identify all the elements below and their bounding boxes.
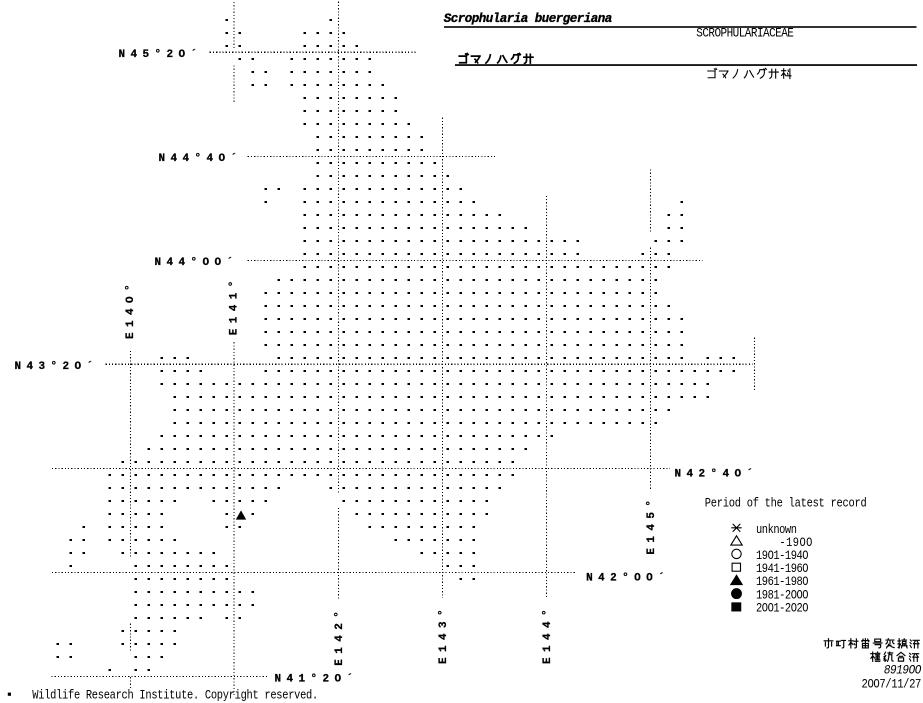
svg-text:E142°: E142° xyxy=(334,606,346,666)
svg-text:N44°OO´: N44°OO´ xyxy=(155,257,239,269)
svg-text:SCROPHULARIACEAE: SCROPHULARIACEAE xyxy=(696,26,793,41)
svg-text:19O1-194O: 19O1-194O xyxy=(756,549,809,563)
svg-text:1961-198O: 1961-198O xyxy=(756,575,809,589)
svg-text:E145°: E145° xyxy=(646,495,658,555)
svg-text:Scrophularia buergeriana: Scrophularia buergeriana xyxy=(444,11,612,26)
svg-text:E144°: E144° xyxy=(542,604,554,664)
svg-text:Wildlife Research Institute. C: Wildlife Research Institute. Copyright r… xyxy=(32,689,318,703)
svg-text:N42°OO´: N42°OO´ xyxy=(586,573,670,585)
svg-text:N41°2O´: N41°2O´ xyxy=(275,674,359,686)
svg-text:E14O°: E14O° xyxy=(125,279,137,339)
svg-text:8919OO: 8919OO xyxy=(884,663,921,678)
svg-text:E143°: E143° xyxy=(438,604,450,664)
svg-text:N42°4O´: N42°4O´ xyxy=(675,469,759,481)
svg-text:E141°: E141° xyxy=(229,275,241,335)
svg-text:1981-2OOO: 1981-2OOO xyxy=(756,589,809,603)
svg-text:N45°2O´: N45°2O´ xyxy=(119,49,203,61)
svg-text:2OO7/11/27: 2OO7/11/27 xyxy=(862,677,922,692)
svg-text:1941-196O: 1941-196O xyxy=(756,562,809,576)
svg-text:unknown: unknown xyxy=(756,523,797,537)
svg-text:2OO1-2O2O: 2OO1-2O2O xyxy=(756,602,809,616)
svg-text:N43°2O´: N43°2O´ xyxy=(15,361,99,373)
svg-text:Period of the latest record: Period of the latest record xyxy=(705,497,867,511)
svg-text:N44°4O´: N44°4O´ xyxy=(159,153,243,165)
svg-text:-19OO: -19OO xyxy=(779,536,812,550)
